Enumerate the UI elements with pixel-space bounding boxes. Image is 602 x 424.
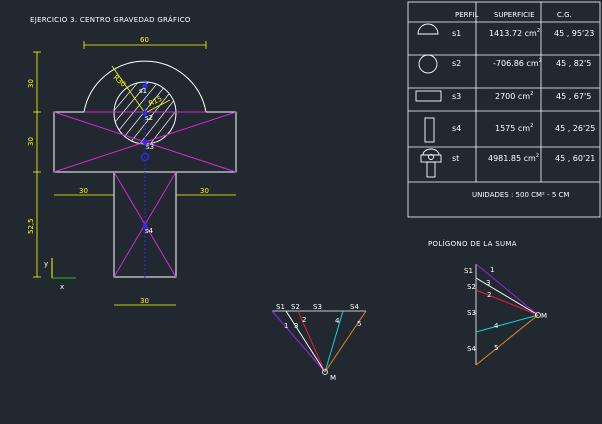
polygon-pole-label: M [541,312,547,320]
funicular-ray-1: 1 [284,322,288,330]
dim-left-525: 52,5 [27,218,35,234]
row-name: st [452,154,459,163]
ucs-icon: y x [44,258,76,291]
funicular-pole-label: M [330,374,336,382]
ucs-y-label: y [44,260,48,268]
semicircle-icon [417,23,439,35]
r30-label: R30 [112,74,128,89]
dim-left-30a: 30 [27,79,35,88]
polygon-ray-1: 1 [490,266,494,274]
row-name: s1 [452,29,461,38]
ucs-x-label: x [60,283,64,291]
dim-bottom: 30 [140,297,149,305]
dimension-lines [33,41,236,306]
funicular-ray-4: 4 [335,317,340,325]
centroid-points [140,83,150,229]
drawing-title: EJERCICIO 3. CENTRO GRAVEDAD GRÁFICO [30,15,191,24]
polygon-s1: S1 [464,267,473,275]
dim-arm-right: 30 [200,187,209,195]
row-cg: 45 , 82'5 [556,59,591,68]
funicular-ray-2: 2 [302,316,306,324]
row-area: 2700 cm2 [495,91,533,101]
row-area: 1575 cm2 [495,123,533,133]
funicular-s4: S4 [350,303,359,311]
table-rows: s1 1413.72 cm2 45 , 95'23 s2 -706.86 cm2… [452,28,595,163]
radius-r30-line [111,65,146,114]
row-area: 1413.72 cm2 [489,28,540,38]
row-cg: 45 , 26'25 [555,124,595,133]
rectangle-h-icon [415,90,442,102]
polygon-ray-4: 4 [494,322,499,330]
polygon-s2: S2 [467,283,476,291]
header-perfil: PERFIL [455,11,479,19]
point-s2-label: s2 [145,114,153,122]
point-s4-label: s4 [145,227,154,235]
point-s1-label: s1 [139,87,147,95]
funicular-ray-3: 3 [294,322,298,330]
polygon-ray-5: 5 [494,344,498,352]
r15-label: R15 [147,95,163,108]
composite-shape-icon [420,148,442,178]
circle-icon [418,54,438,74]
row-name: s2 [452,59,461,68]
funicular-s3: S3 [313,303,322,311]
polygon-ray-3: 3 [486,279,490,287]
table-footer-units: UNIDADES : 500 CM² - 5 CM [472,191,569,199]
radius-r15-line [144,99,171,114]
funicular-s2: S2 [291,303,300,311]
polygon-ray-2: 2 [487,291,491,299]
row-cg: 45 , 95'23 [554,29,594,38]
point-s3-label: s3 [146,143,154,151]
funicular-polygon [271,310,367,375]
funicular-ray-5: 5 [357,320,361,328]
properties-table [407,1,601,218]
row-area: 4981.85 cm2 [488,153,539,163]
dim-arm-left: 30 [79,187,88,195]
dim-left-30b: 30 [27,137,35,146]
dim-top-width: 60 [140,36,149,44]
polygon-title: POLÍGONO DE LA SUMA [428,239,517,248]
polygon-s4: S4 [467,345,476,353]
header-superficie: SUPERFICIE [494,11,535,19]
row-name: s3 [452,92,461,101]
row-name: s4 [452,124,461,133]
row-cg: 45 , 60'21 [555,154,595,163]
row-shape-icons [415,23,442,178]
header-cg: C.G. [557,11,572,19]
rectangle-v-icon [424,117,435,143]
funicular-s1: S1 [276,303,285,311]
sum-polygon [475,263,541,366]
row-cg: 45 , 67'5 [556,92,591,101]
polygon-s3: S3 [467,309,476,317]
row-area: -706.86 cm2 [493,58,542,68]
